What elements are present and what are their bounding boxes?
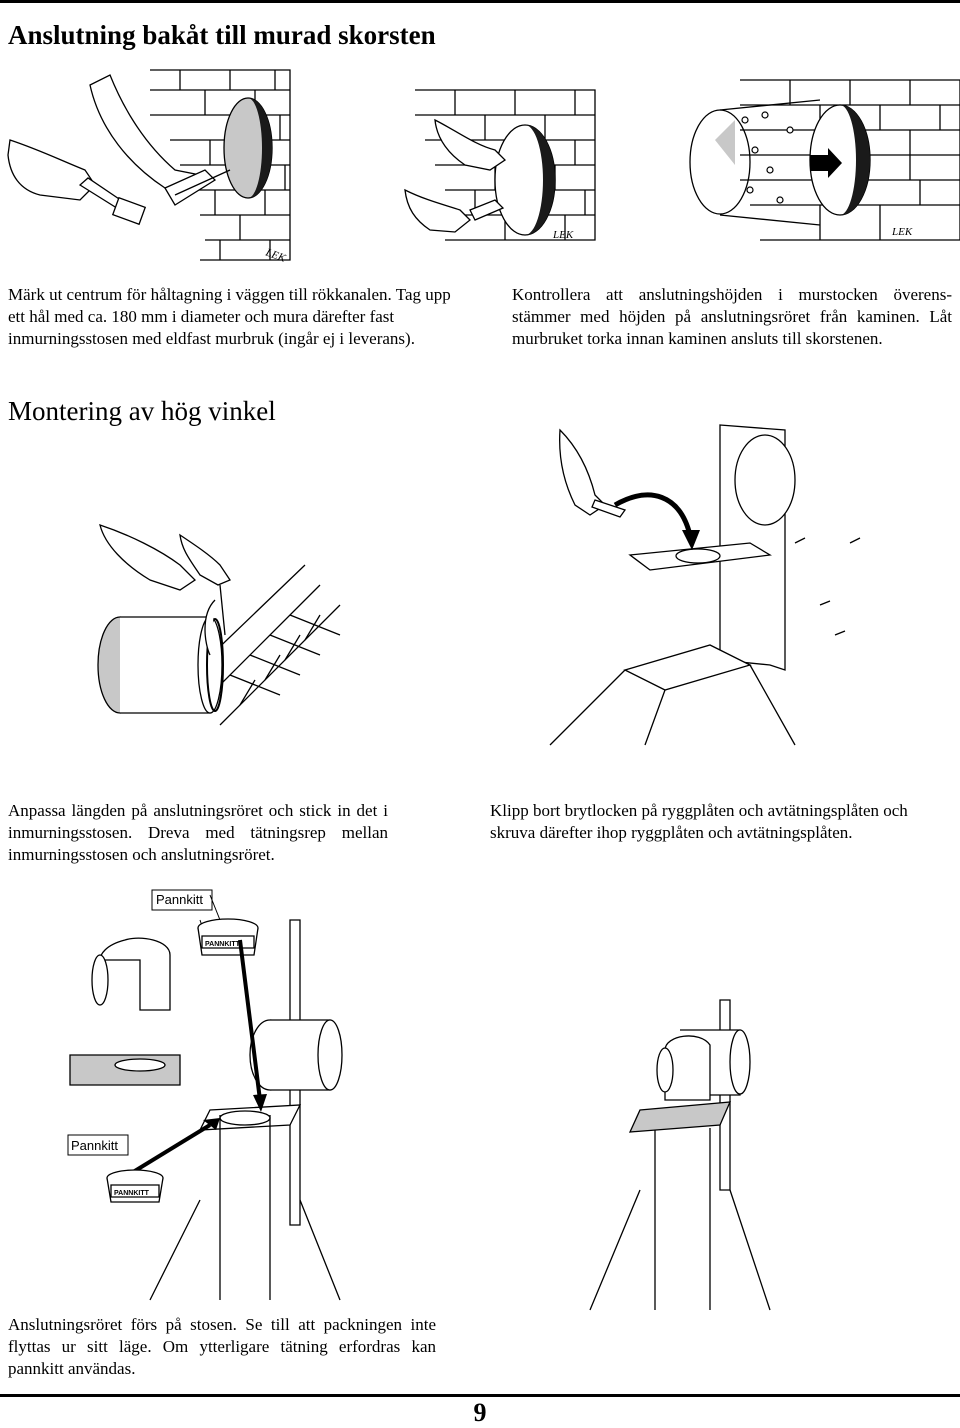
caption-check-height: Kontrollera att anslutningshöjden i murs…	[512, 285, 952, 348]
lek-label-3: LEK	[891, 226, 913, 238]
figure-assembly-final	[580, 990, 830, 1310]
section-title-high-angle: Montering av hög vinkel	[8, 396, 276, 426]
figure-trowel-wall: LEK	[375, 60, 595, 241]
figure-assembly-exploded: Pannkitt PANNKITT Pannkitt PANNKITT	[60, 880, 400, 1310]
section-title-chimney: Anslutning bakåt till murad skorsten	[8, 20, 436, 50]
figure-chisel-wall: LEK	[0, 60, 290, 265]
bottom-rule	[0, 1394, 960, 1397]
pannkitt-tub-top: PANNKITT	[205, 941, 241, 948]
pannkitt-label-top: Pannkitt	[156, 892, 203, 907]
caption-mark-hole: Märk ut centrum för håltagning i väggen …	[8, 285, 451, 348]
figure-rope-seal	[80, 505, 340, 745]
figure-tube-wall: LEK	[680, 60, 960, 250]
page-number: 9	[473, 1398, 487, 1427]
caption-pipe-onto-stub: Anslutningsröret förs på stosen. Se till…	[8, 1315, 436, 1378]
top-rule	[0, 0, 960, 3]
figure-back-plate	[520, 425, 880, 750]
pannkitt-label-bottom: Pannkitt	[71, 1138, 118, 1153]
caption-adjust-length: Anpassa längden på anslutningsröret och …	[8, 801, 388, 864]
caption-cut-plates: Klipp bort brytlocken på ryggplåten och …	[490, 801, 908, 842]
lek-label-1: LEK	[263, 246, 288, 265]
pannkitt-tub-bottom: PANNKITT	[114, 1190, 150, 1197]
lek-label-2: LEK	[552, 229, 574, 241]
